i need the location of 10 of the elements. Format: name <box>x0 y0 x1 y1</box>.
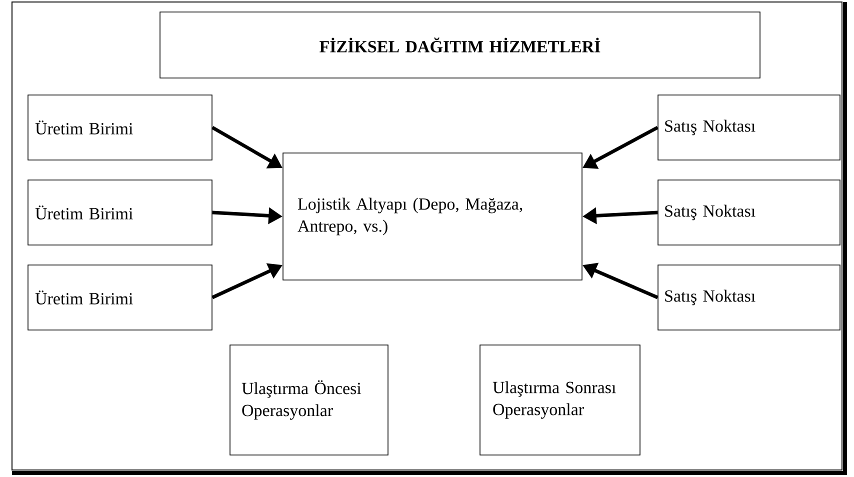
process-box: Satış Noktası <box>658 180 840 246</box>
process-box: Satış Noktası <box>658 264 840 330</box>
process-box: Satış Noktası <box>658 94 840 160</box>
process-box: Üretim Birimi <box>28 94 212 160</box>
process-box: Üretim Birimi <box>28 264 212 330</box>
process-box: Üretim Birimi <box>28 180 212 246</box>
note-box: Ulaştırma Öncesi Operasyonlar <box>230 344 388 456</box>
hub-box: Lojistik Altyapı (Depo, Mağaza, Antrepo, vs.) <box>282 152 582 280</box>
title-box: FİZİKSEL DAĞITIM HİZMETLERİ <box>160 12 760 78</box>
note-box: Ulaştırma Sonrası Operasyonlar <box>480 344 640 456</box>
